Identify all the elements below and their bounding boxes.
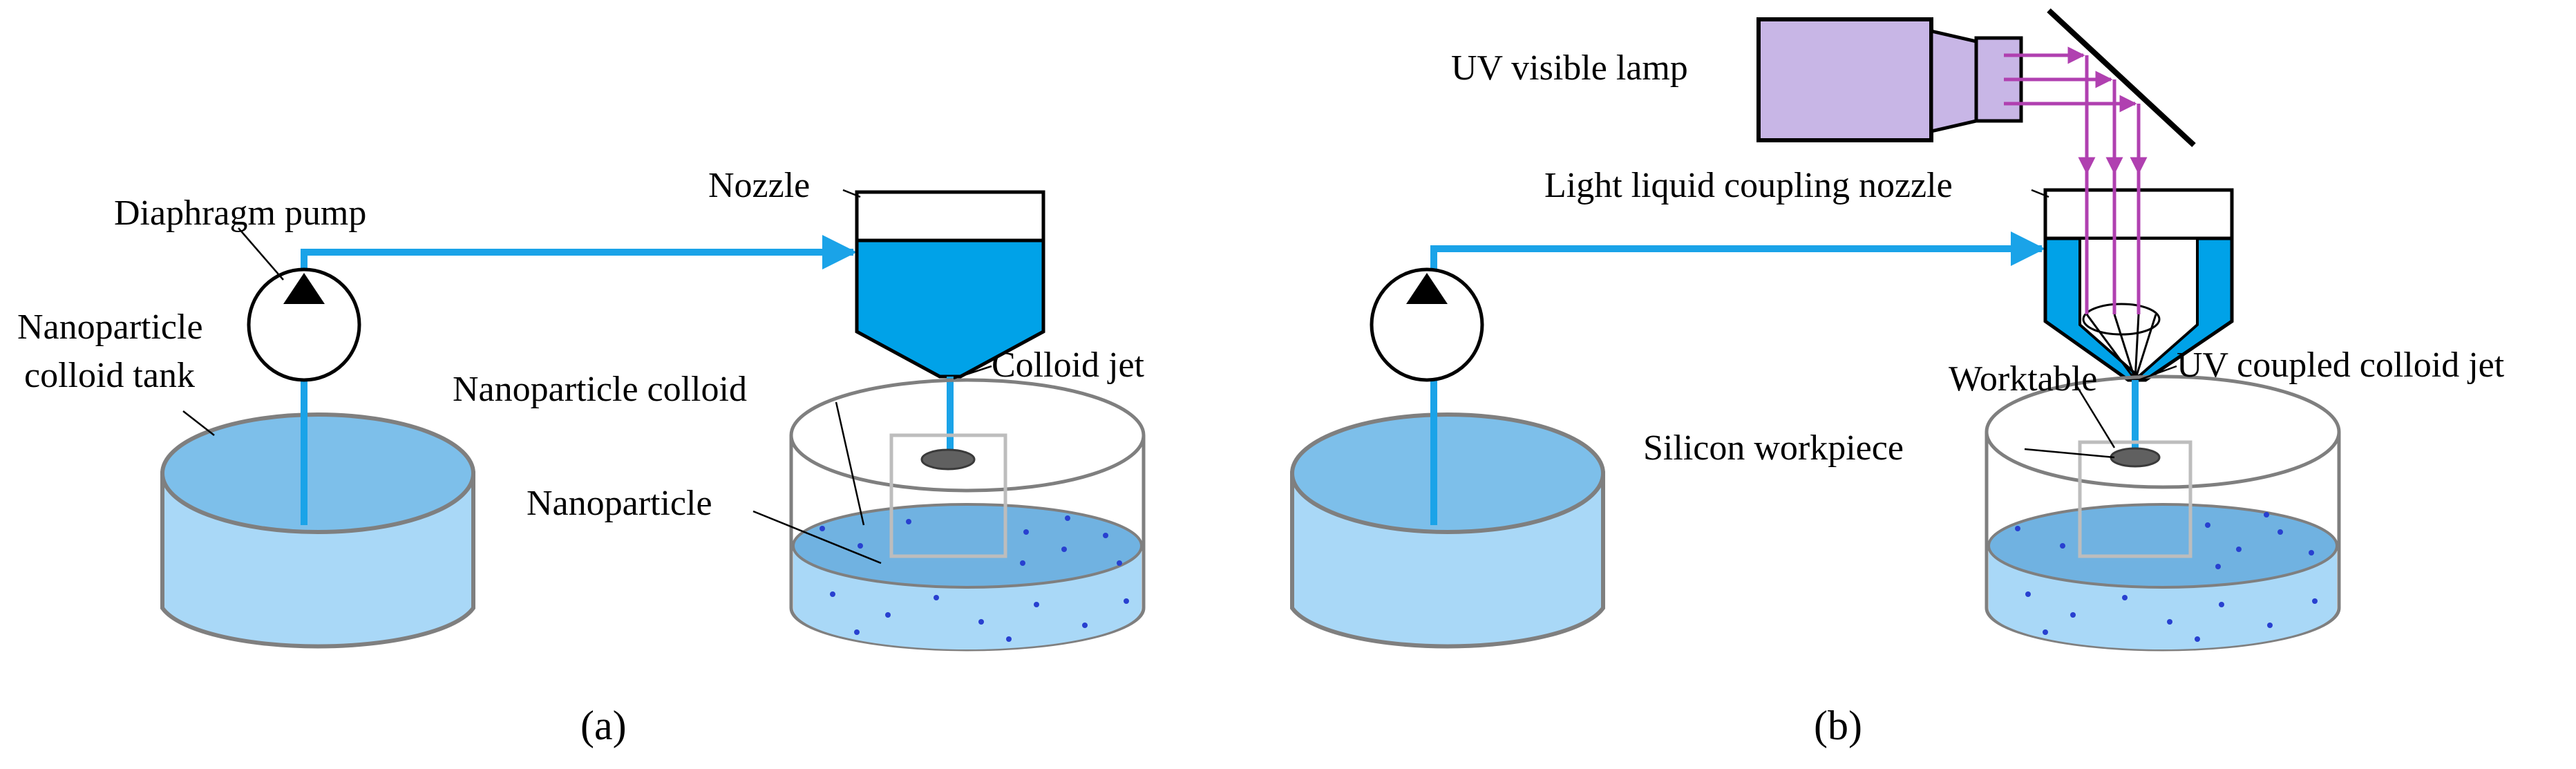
work-tank-a <box>789 378 1146 652</box>
leader-uv-jet <box>2138 365 2177 381</box>
nozzle-a <box>855 190 1045 379</box>
leader-nozzle <box>842 189 861 198</box>
leader-colloid-tank <box>182 410 215 436</box>
particles-b <box>2015 512 2318 642</box>
panel-a: Diaphragm pump Nanoparticle colloid tank… <box>17 166 1146 748</box>
label-nanoparticle-colloid: Nanoparticle colloid <box>453 370 747 409</box>
label-uv-jet: UV coupled colloid jet <box>2177 345 2505 385</box>
caption-b: (b) <box>1814 703 1862 748</box>
pump-b <box>1370 267 1484 382</box>
label-coupling-nozzle: Light liquid coupling nozzle <box>1544 166 1953 205</box>
colloid-tank-a <box>160 412 475 649</box>
label-silicon-workpiece: Silicon workpiece <box>1643 428 1904 468</box>
colloid-tank-b <box>1290 412 1605 649</box>
label-nanoparticle: Nanoparticle <box>527 484 712 523</box>
work-tank-b <box>1985 374 2341 652</box>
leader-nanoparticle <box>752 510 882 564</box>
leader-nanoparticle-colloid <box>835 401 865 526</box>
label-diaphragm-pump: Diaphragm pump <box>114 193 366 233</box>
label-tank-line1: Nanoparticle <box>17 307 203 347</box>
diaphragm-pump-a <box>247 267 361 382</box>
supply-pipe-a <box>301 235 857 525</box>
label-worktable: Worktable <box>1949 359 2097 399</box>
particles-a <box>820 515 1129 642</box>
coupling-nozzle <box>2043 173 2234 382</box>
leader-silicon-workpiece <box>2024 448 2115 459</box>
mirror <box>2047 8 2196 147</box>
panel-b: UV visible lamp Light liquid coupling no… <box>1290 8 2505 748</box>
leader-worktable <box>2075 385 2116 448</box>
leader-coupling-nozzle <box>2031 189 2049 198</box>
label-tank-line2: colloid tank <box>24 356 195 395</box>
uv-lamp <box>1756 17 2023 142</box>
label-uv-lamp: UV visible lamp <box>1451 48 1688 88</box>
leader-colloid-jet <box>953 365 992 380</box>
supply-pipe-b <box>1430 231 2045 525</box>
caption-a: (a) <box>580 703 627 748</box>
leader-diaphragm-pump <box>238 227 284 281</box>
label-nozzle: Nozzle <box>708 166 810 205</box>
uv-rays <box>2004 46 2148 175</box>
label-colloid-jet: Colloid jet <box>992 345 1145 385</box>
